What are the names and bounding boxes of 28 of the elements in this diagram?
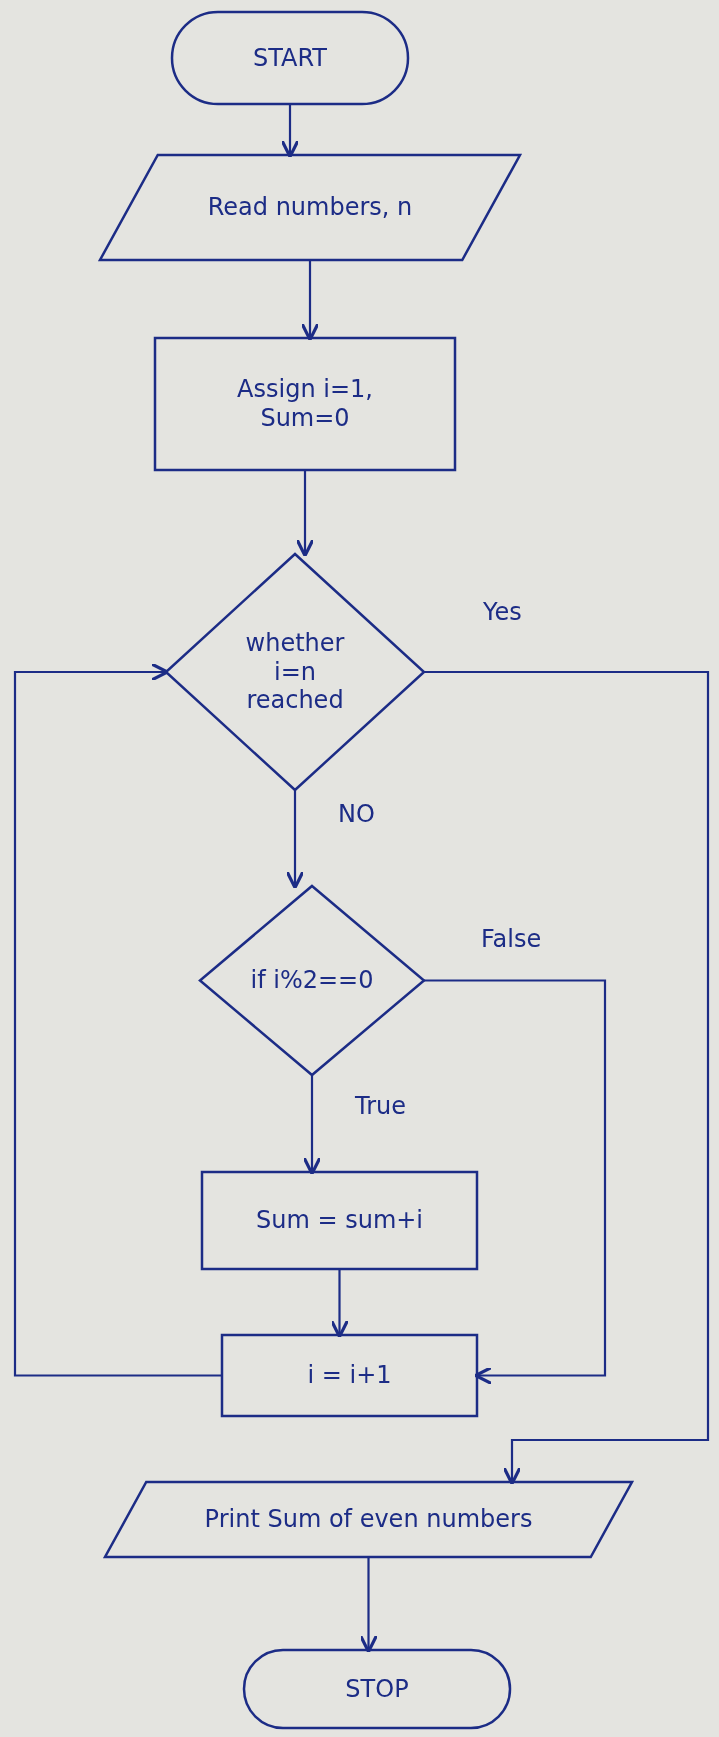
node-text: START [252, 43, 327, 73]
terminal-shape [244, 1650, 510, 1728]
arrow [280, 104, 300, 159]
node-text: if i%2==0 [250, 966, 374, 995]
terminal-shape [172, 12, 408, 104]
arrow [329, 1269, 350, 1339]
node-text: Assign i=1, Sum=0 [236, 375, 374, 433]
io-parallelogram [100, 155, 520, 260]
arrow [358, 1557, 379, 1654]
node-text: whether i=n reached [244, 628, 346, 716]
node-text: i = i+1 [307, 1361, 392, 1390]
decision-diamond [166, 554, 424, 790]
arrow [424, 670, 710, 1486]
arrow [13, 662, 222, 1377]
arrow [295, 470, 315, 558]
node-text: Sum = sum+i [255, 1206, 424, 1235]
node-text: Print Sum of even numbers [204, 1505, 533, 1534]
process-box [155, 338, 455, 470]
arrow [300, 260, 320, 342]
decision-diamond [200, 886, 424, 1075]
node-text: Read numbers, n [207, 193, 413, 222]
arrow [424, 979, 607, 1386]
arrow [302, 1075, 322, 1176]
node-text: STOP [345, 1674, 409, 1704]
process-box [202, 1172, 477, 1269]
arrow [285, 790, 305, 890]
io-parallelogram [105, 1482, 632, 1557]
process-box [222, 1335, 477, 1416]
